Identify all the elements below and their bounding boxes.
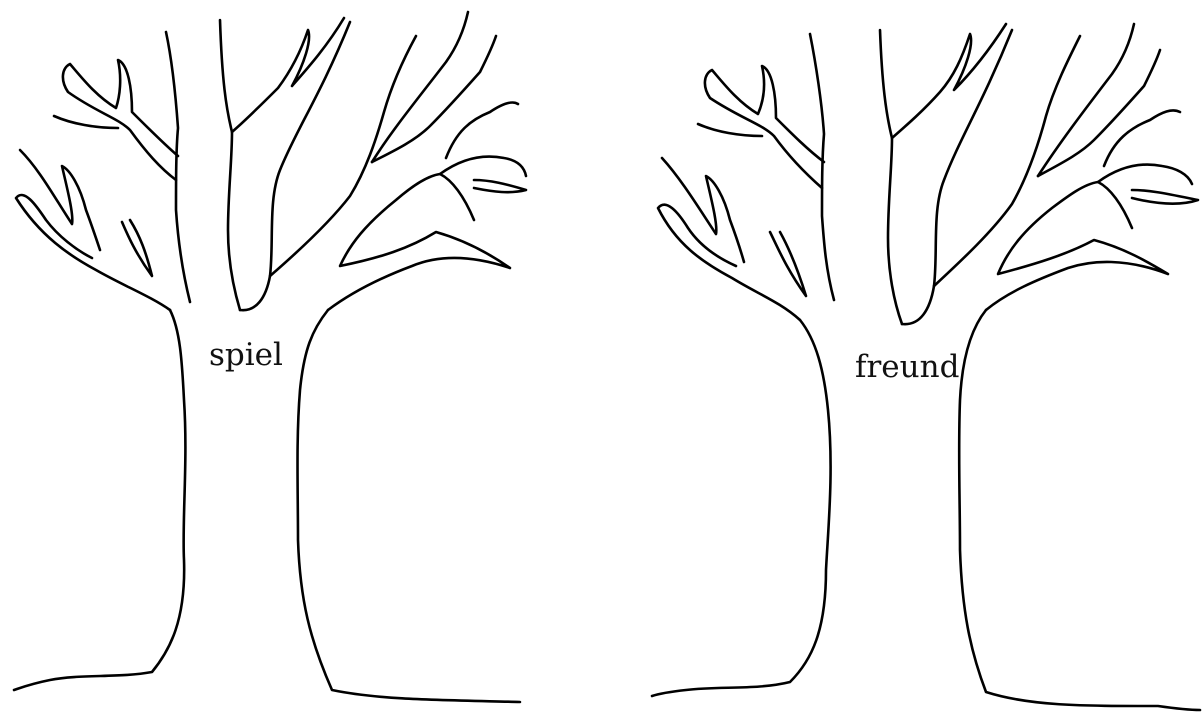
tree-word-label: spiel [209, 340, 283, 371]
tree-outline-icon [0, 0, 602, 722]
tree-left: spiel [0, 0, 602, 722]
tree-word-label: freund [855, 352, 959, 383]
tree-right: freund [640, 0, 1204, 722]
